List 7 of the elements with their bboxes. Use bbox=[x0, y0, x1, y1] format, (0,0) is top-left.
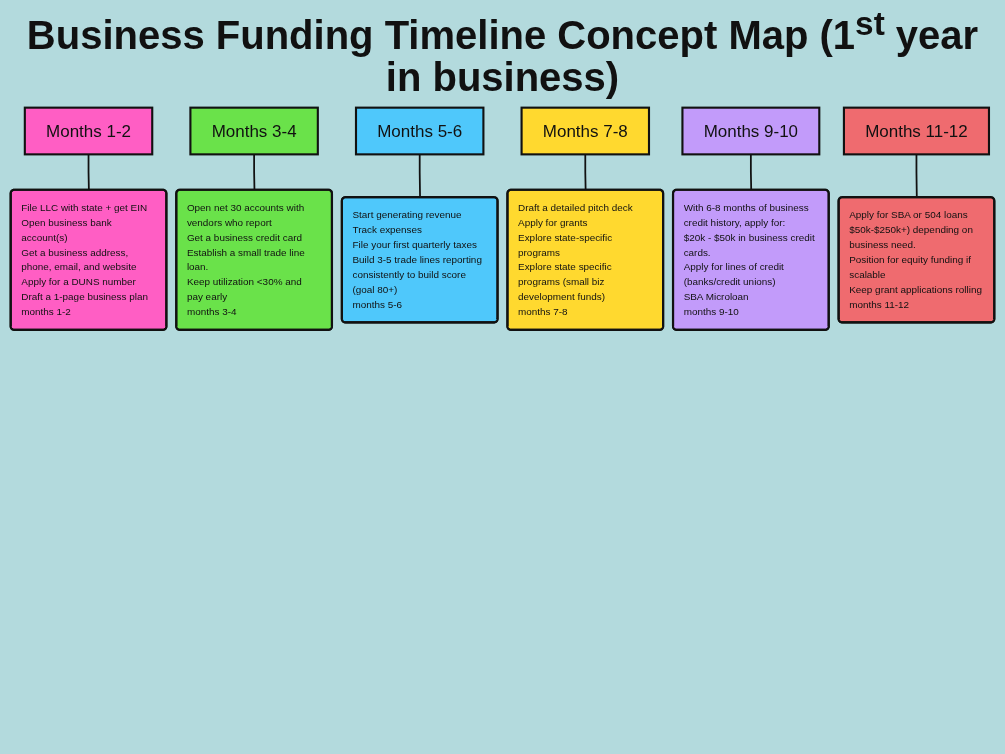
diagram-title: Business Funding Timeline Concept Map (1$^{st}$ year in business) bbox=[25, 6, 980, 99]
node-box: Months 11-12 bbox=[842, 106, 991, 156]
node-box: Months 3-4 bbox=[189, 106, 319, 156]
node-box: Months 7-8 bbox=[520, 106, 651, 156]
node-box: Months 1-2 bbox=[23, 106, 154, 156]
node-box: Months 9-10 bbox=[681, 106, 821, 156]
node-box: Months 5-6 bbox=[354, 106, 485, 156]
